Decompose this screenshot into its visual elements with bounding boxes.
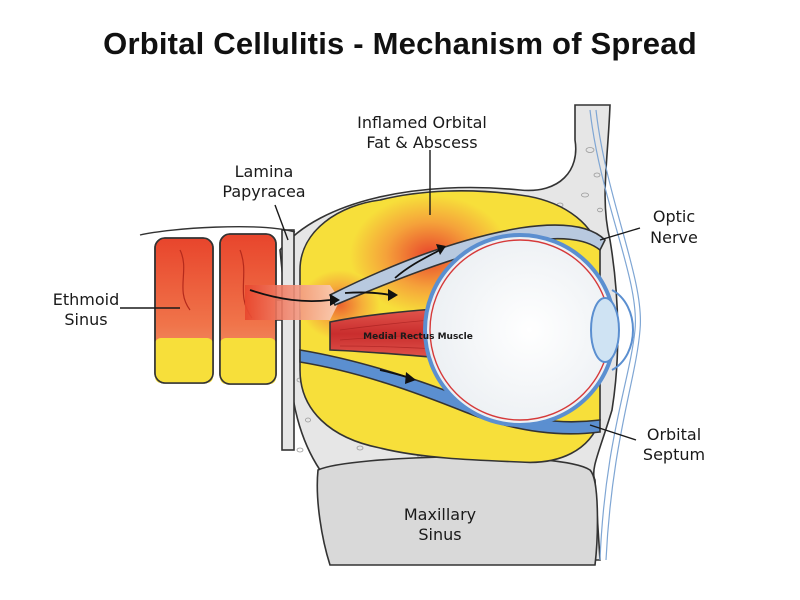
maxillary-label-2: Sinus: [418, 525, 461, 544]
ethmoid-label-2: Sinus: [64, 310, 107, 329]
medial-rectus-label: Medial Rectus Muscle: [363, 332, 473, 342]
inflamed-fat-label-1: Inflamed Orbital: [357, 113, 487, 132]
arrow-heads: [330, 244, 446, 384]
ethmoid-sinus: [154, 233, 277, 385]
diagram-title: Orbital Cellulitis - Mechanism of Spread: [103, 26, 697, 61]
optic-nerve-label-2: Nerve: [650, 228, 698, 247]
leader-lines: [120, 150, 641, 441]
orbital-septum-label-1: Orbital: [647, 425, 701, 444]
spread-arrows: [249, 249, 441, 379]
inferior-nerve-band: [299, 349, 601, 435]
lamina-label-1: Lamina: [235, 162, 294, 181]
maxillary-sinus: [316, 456, 599, 566]
inflamed-fat-label-2: Fat & Abscess: [366, 133, 477, 152]
orbital-septum-label-2: Septum: [643, 445, 705, 464]
optic-nerve-lines: [589, 109, 642, 561]
superior-nerve-band: [328, 224, 606, 307]
upper-wall: [139, 226, 296, 236]
infection-spread-channel: [245, 285, 340, 320]
ethmoid-label-1: Ethmoid: [53, 290, 120, 309]
lamina-label-2: Papyracea: [222, 182, 305, 201]
optic-nerve-label-1: Optic: [653, 207, 695, 226]
lamina-papyracea: [281, 229, 295, 451]
eye-globe: [423, 233, 634, 427]
maxillary-label-1: Maxillary: [404, 505, 476, 524]
